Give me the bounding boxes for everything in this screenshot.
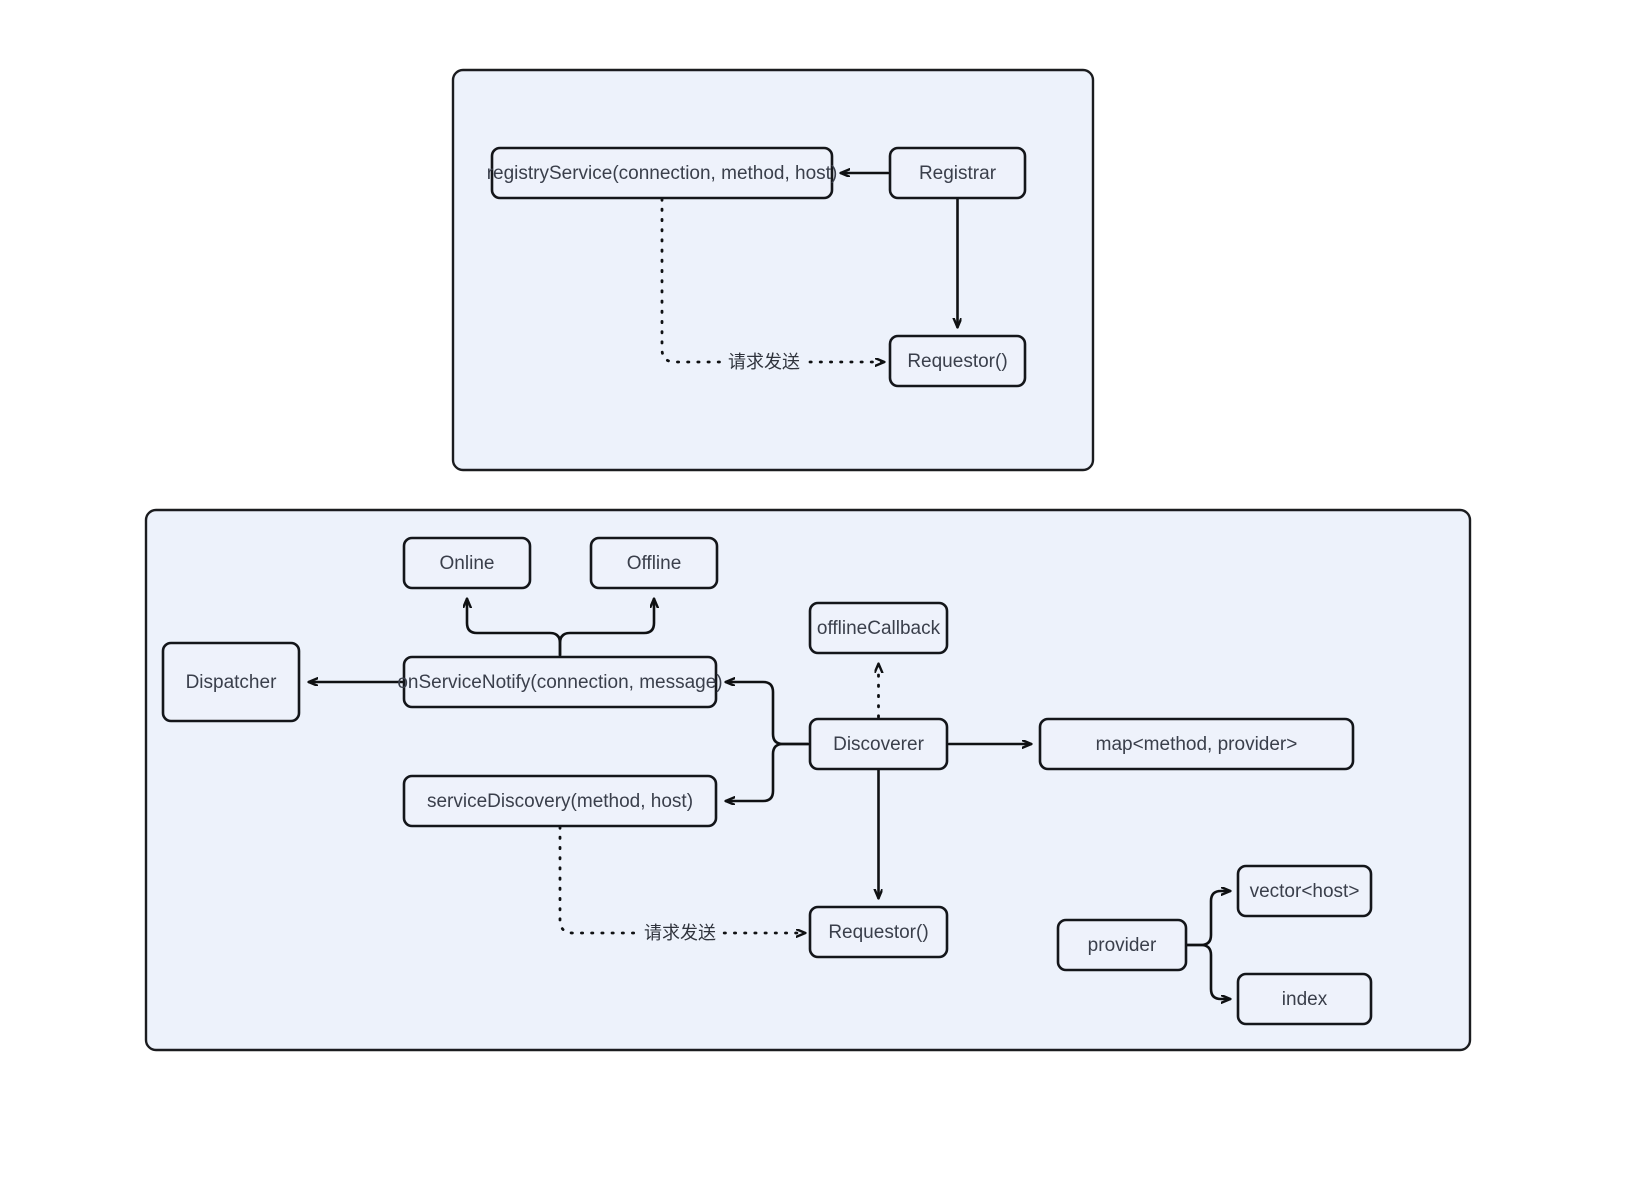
edge-discoverer-to-notify-and-discovery [726, 682, 810, 801]
node-map-method-provider[interactable]: map<method, provider> [1038, 717, 1355, 771]
node-registrar[interactable]: Registrar [888, 146, 1027, 200]
node-provider[interactable]: provider [1056, 918, 1188, 972]
node-index-box[interactable] [1236, 972, 1373, 1026]
node-requestor-top-box[interactable] [888, 334, 1027, 388]
edge-label-backdrop [722, 348, 806, 375]
node-registrar-label: Registrar [919, 163, 997, 184]
discoverer-panel-frame [144, 508, 1472, 1052]
node-vector-host-label: vector<host> [1250, 881, 1360, 902]
node-registryservice[interactable]: registryService(connection, method, host… [487, 146, 838, 200]
node-discoverer[interactable]: Discoverer [808, 717, 949, 771]
node-registryservice-label: registryService(connection, method, host… [487, 163, 838, 184]
edge-registryservice-to-requestor: 请求发送 [660, 197, 884, 375]
node-offline-label: Offline [627, 553, 682, 574]
registrar-panel: 请求发送 registryService(connection, method,… [451, 68, 1095, 472]
node-provider-box[interactable] [1056, 918, 1188, 972]
node-requestor-bottom-label: Requestor() [828, 922, 928, 943]
node-onservicenotify[interactable]: onServiceNotify(connection, message) [397, 655, 723, 709]
node-offlinecallback-box[interactable] [808, 601, 949, 655]
node-dispatcher-label: Dispatcher [186, 672, 277, 693]
node-requestor-bottom-box[interactable] [808, 905, 949, 959]
node-onservicenotify-label: onServiceNotify(connection, message) [397, 672, 722, 693]
registrar-panel-frame [451, 68, 1095, 472]
node-offlinecallback-label: offlineCallback [817, 618, 941, 639]
node-onservicenotify-box[interactable] [402, 655, 718, 709]
node-online-label: Online [440, 553, 495, 574]
node-offline-box[interactable] [589, 536, 719, 590]
node-map-method-provider-label: map<method, provider> [1096, 734, 1298, 755]
node-registryservice-box[interactable] [490, 146, 834, 200]
node-discoverer-label: Discoverer [833, 734, 924, 755]
node-requestor-top[interactable]: Requestor() [888, 334, 1027, 388]
node-dispatcher[interactable]: Dispatcher [161, 641, 301, 723]
node-registrar-box[interactable] [888, 146, 1027, 200]
edge-label-request-send-top: 请求发送 [728, 352, 800, 372]
edge-label-backdrop [638, 919, 722, 946]
node-offline[interactable]: Offline [589, 536, 719, 590]
edge-provider-to-vector-and-index [1184, 891, 1230, 999]
node-vector-host-box[interactable] [1236, 864, 1373, 918]
node-offlinecallback[interactable]: offlineCallback [808, 601, 949, 655]
node-servicediscovery-label: serviceDiscovery(method, host) [427, 791, 693, 812]
node-dispatcher-box[interactable] [161, 641, 301, 723]
node-vector-host[interactable]: vector<host> [1236, 864, 1373, 918]
node-online[interactable]: Online [402, 536, 532, 590]
node-map-method-provider-box[interactable] [1038, 717, 1355, 771]
node-discoverer-box[interactable] [808, 717, 949, 771]
node-requestor-bottom[interactable]: Requestor() [808, 905, 949, 959]
discoverer-panel: 请求发送 Online Offline Dispatcher [144, 508, 1472, 1052]
node-servicediscovery-box[interactable] [402, 774, 718, 828]
node-index[interactable]: index [1236, 972, 1373, 1026]
node-online-box[interactable] [402, 536, 532, 590]
node-requestor-top-label: Requestor() [907, 351, 1007, 372]
edge-label-request-send-bottom: 请求发送 [644, 923, 716, 943]
node-index-label: index [1282, 989, 1328, 1010]
node-servicediscovery[interactable]: serviceDiscovery(method, host) [402, 774, 718, 828]
node-provider-label: provider [1088, 935, 1157, 956]
edge-onservicenotify-to-online-offline [467, 599, 654, 657]
edge-servicediscovery-to-requestor-bottom: 请求发送 [558, 825, 805, 946]
